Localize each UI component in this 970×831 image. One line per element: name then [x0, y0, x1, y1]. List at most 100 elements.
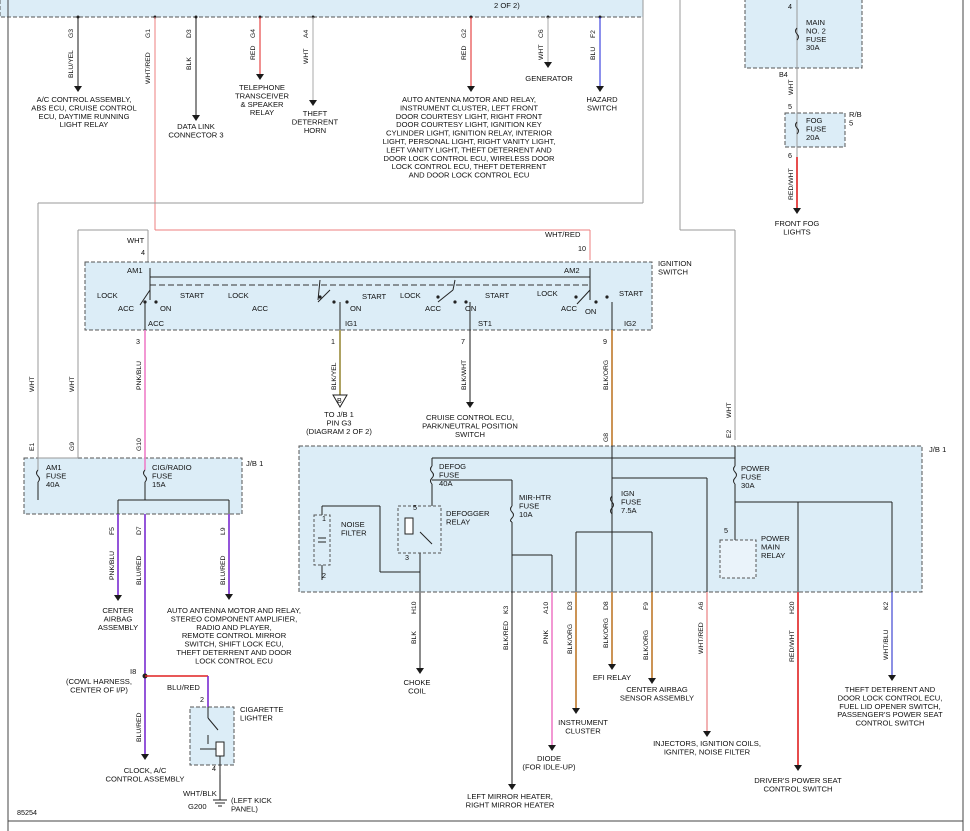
diagram-id: 85254 [17, 808, 37, 817]
wire-color-a6: WHT/RED [698, 622, 705, 654]
text-line: ABS ECU, CRUISE CONTROL [31, 103, 137, 112]
text-line: AUTO ANTENNA MOTOR AND RELAY, [167, 606, 301, 615]
text-line: CLUSTER [565, 726, 601, 735]
text-line: CENTER AIRBAG [626, 685, 688, 694]
text-line: CRUISE CONTROL ECU, [426, 413, 514, 422]
text-line: DOOR LOCK CONTROL ECU, WIRELESS DOOR [383, 154, 555, 163]
text-line: TRANSCEIVER [235, 91, 290, 100]
ign-acc-1: ACC [118, 304, 135, 313]
dest-antenna-list: AUTO ANTENNA MOTOR AND RELAY,INSTRUMENT … [383, 95, 556, 180]
wire-color-h10: BLK [411, 631, 418, 644]
pin-g3: G3 [68, 29, 75, 38]
text-line: LEFT VANITY LIGHT, THEFT DETERRENT AND [386, 145, 552, 154]
pin-g1: G1 [145, 29, 152, 38]
pin-a4: A4 [303, 29, 310, 38]
text-line: 30A [741, 481, 755, 490]
text-line: LOCK CONTROL ECU, THEFT DETERRENT [392, 162, 547, 171]
text-line: SWITCH [455, 430, 485, 439]
text-line: SWITCH [587, 103, 617, 112]
wire-color-f2: BLU [590, 47, 597, 60]
main-fuse-pin-in: 4 [788, 2, 792, 11]
text-line: FUSE [46, 471, 66, 480]
pin-d7: D7 [136, 526, 143, 535]
lighter-wire-color: WHT/BLK [183, 789, 217, 798]
text-line: DIODE [537, 754, 561, 763]
dest-diode: DIODE(FOR IDLE-UP) [522, 754, 576, 771]
text-line: INSTRUMENT [558, 718, 608, 727]
ign-wire-blkorg: BLK/ORG [603, 360, 610, 390]
text-line: IGN [621, 489, 635, 498]
wire-color-d3-top: BLK [186, 57, 193, 70]
jb-right-pin-e2: E2 [726, 429, 733, 438]
text-line: FUEL LID OPENER SWITCH, [839, 702, 940, 711]
text-line: CIGARETTE [240, 705, 283, 714]
text-line: AM1 [46, 463, 62, 472]
text-line: CENTER OF I/P) [70, 685, 128, 694]
wire-color-g3: BLU/YEL [68, 50, 75, 78]
text-line: FUSE [741, 472, 761, 481]
text-line: DRIVER'S POWER SEAT [754, 776, 842, 785]
text-line: SWITCH, SHIFT LOCK ECU, [184, 640, 283, 649]
text-line: HAZARD [586, 95, 618, 104]
wire-color-d8: BLK/ORG [603, 618, 610, 648]
pin-h20: H20 [789, 601, 796, 614]
ign-term-st1: ST1 [478, 319, 492, 328]
ign-wire-blkwht: BLK/WHT [461, 360, 468, 390]
ig1-ref-letter: B [337, 396, 342, 405]
text-line: FOG [806, 116, 823, 125]
ign-pin-9: 9 [603, 337, 607, 346]
wire-color-f9: BLK/ORG [643, 630, 650, 660]
text-line: FUSE [439, 470, 459, 479]
text-line: DETERRENT [292, 117, 339, 126]
ign-pin-3: 3 [136, 337, 140, 346]
ign-pin-7: 7 [461, 337, 465, 346]
ign-on-2: ON [350, 304, 361, 313]
ign-pin-right: 10 [578, 244, 586, 253]
wire-color-g4: RED [250, 46, 257, 60]
text-line: CLOCK, A/C [124, 766, 167, 775]
text-line: FRONT FOG [775, 219, 820, 228]
text-line: THEFT [303, 109, 328, 118]
text-line: THEFT DETERRENT AND DOOR [176, 648, 292, 657]
text-line: ASSEMBLY [98, 623, 138, 632]
jb-left-pin-g10: G10 [136, 438, 143, 451]
text-line: CIG/RADIO [152, 463, 192, 472]
wire-color-a10: PNK [543, 630, 550, 644]
text-line: CONTROL ASSEMBLY [106, 774, 185, 783]
splice-id: I8 [130, 667, 136, 676]
ign-lock-1: LOCK [97, 291, 118, 300]
jb1-right: J/B 1 G8 E2 WHT [298, 403, 946, 593]
noise-pin-2: 2 [322, 571, 326, 580]
ign-lock-2: LOCK [228, 291, 249, 300]
text-line: MIR-HTR [519, 493, 552, 502]
text-line: & SPEAKER [240, 100, 284, 109]
dest-cruise-park: CRUISE CONTROL ECU,PARK/NEUTRAL POSITION… [422, 413, 518, 439]
text-line: MAIN [806, 18, 825, 27]
text-line: 5 [849, 118, 853, 127]
text-line: ECU, DAYTIME RUNNING [39, 112, 130, 121]
text-line: (COWL HARNESS, [66, 677, 132, 686]
text-line: CONTROL SWITCH [856, 719, 925, 728]
ign-am2: AM2 [564, 266, 580, 275]
text-line: SENSOR ASSEMBLY [620, 693, 694, 702]
dest-generator: GENERATOR [525, 74, 573, 83]
text-line: CENTER [102, 606, 134, 615]
dest-efi-relay: EFI RELAY [593, 673, 631, 682]
dest-ac-control: A/C CONTROL ASSEMBLY,ABS ECU, CRUISE CON… [31, 95, 137, 129]
noise-pin-1: 1 [322, 514, 326, 523]
ign-start-4: START [619, 289, 644, 298]
text-line: REMOTE CONTROL MIRROR [182, 631, 287, 640]
text-line: 15A [152, 480, 166, 489]
text-line: GENERATOR [525, 74, 573, 83]
jb-left-title: J/B 1 [246, 459, 263, 468]
